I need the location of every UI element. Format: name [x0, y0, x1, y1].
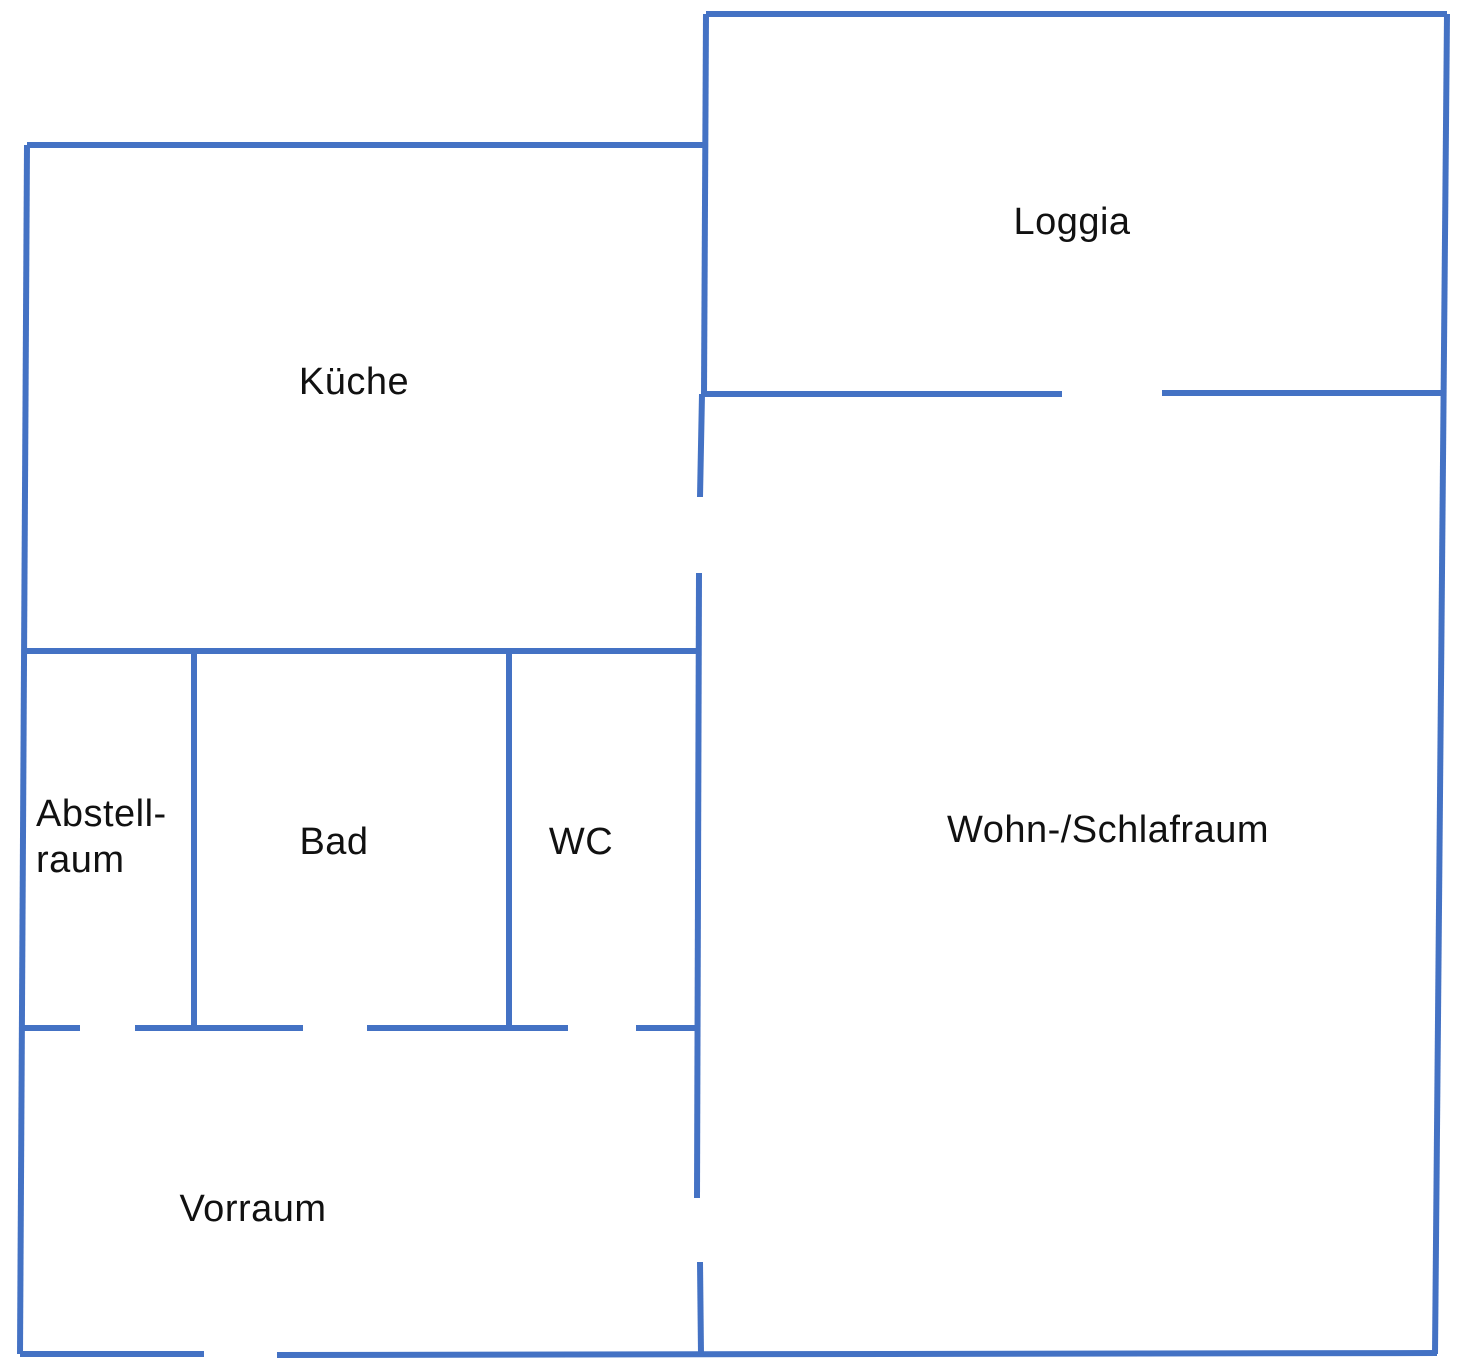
- room-label-bad: Bad: [299, 821, 369, 863]
- wall-left-outer: [17, 144, 30, 1355]
- wall-bottom-right: [276, 1350, 1438, 1358]
- room-label-abstellraum: Abstell- raum: [36, 792, 167, 883]
- room-label-kueche: Küche: [298, 361, 410, 403]
- wall-central-upper: [697, 393, 705, 498]
- room-label-wc: WC: [548, 821, 614, 863]
- wall-right-outer: [1432, 13, 1450, 1355]
- wall-loggia-left: [701, 13, 709, 395]
- room-label-wohn-schlafraum: Wohn-/Schlafraum: [947, 809, 1269, 851]
- room-label-loggia: Loggia: [1013, 201, 1131, 243]
- wall-central-lower: [697, 1261, 704, 1355]
- room-label-vorraum: Vorraum: [179, 1188, 327, 1230]
- wall-central-middle: [694, 572, 702, 1199]
- room-label-abstellraum-line-1: Abstell-: [36, 793, 167, 835]
- room-label-abstellraum-line-2: raum: [36, 838, 125, 881]
